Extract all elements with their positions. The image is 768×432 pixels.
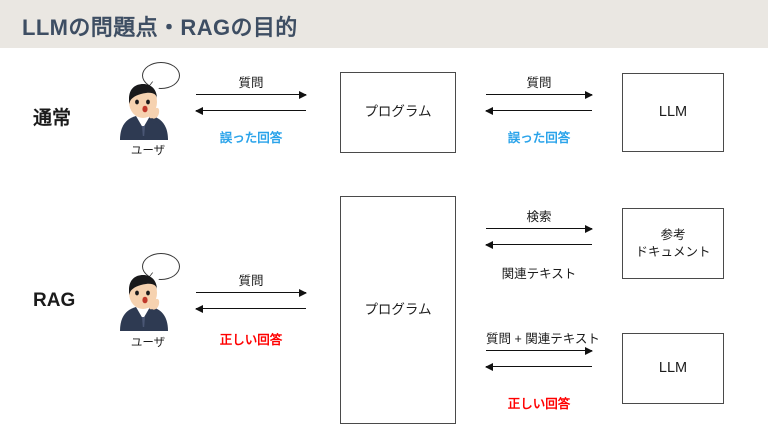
flow-backward-label: 誤った回答 — [507, 131, 571, 145]
arrow-left-icon — [195, 304, 306, 313]
flow-backward-label: 関連テキスト — [501, 267, 577, 281]
arrow-right-icon — [196, 90, 307, 99]
slide-header-bar — [0, 0, 768, 48]
arrow-right-icon — [486, 224, 593, 233]
box-program-rag: プログラム — [340, 196, 456, 424]
box-label: LLM — [658, 359, 688, 376]
flow-forward-label: 質問 — [526, 76, 552, 90]
flow-backward-label: 正しい回答 — [219, 333, 283, 347]
row-label-rag: RAG — [33, 290, 76, 311]
flow-forward-label: 質問 + 関連テキスト — [486, 332, 600, 346]
flow-forward-label: 質問 — [238, 274, 264, 288]
flow-backward-label: 誤った回答 — [219, 131, 283, 145]
person-thinking-icon — [112, 62, 186, 158]
person-caption-rag: ユーザ — [130, 337, 166, 349]
person-thinking-icon — [112, 253, 186, 349]
flow-program-to-llm-rag: 質問 + 関連テキスト 正しい回答 — [485, 328, 600, 412]
row-label-normal: 通常 — [33, 108, 72, 129]
person-caption-normal: ユーザ — [130, 145, 166, 157]
flow-forward-label: 質問 — [238, 76, 264, 90]
arrow-left-icon — [485, 240, 592, 249]
arrow-right-icon — [196, 288, 307, 297]
speech-bubble-icon — [142, 253, 180, 280]
flow-forward-label: 検索 — [526, 210, 552, 224]
box-label: プログラム — [364, 104, 432, 120]
box-label-line2: ドキュメント — [635, 244, 711, 259]
box-label: プログラム — [364, 301, 432, 317]
box-label: LLM — [658, 103, 688, 120]
box-program-normal: プログラム — [340, 72, 456, 153]
arrow-left-icon — [485, 362, 592, 371]
flow-user-to-program-rag: 質問 正しい回答 — [195, 270, 307, 348]
flow-user-to-program-normal: 質問 誤った回答 — [195, 72, 307, 146]
flow-backward-label: 正しい回答 — [507, 397, 571, 411]
box-llm-normal: LLM — [622, 73, 724, 152]
arrow-left-icon — [485, 106, 592, 115]
box-reference-document: 参考 ドキュメント — [622, 208, 724, 279]
box-llm-rag: LLM — [622, 333, 724, 404]
flow-program-to-reference-document: 検索 関連テキスト — [485, 206, 593, 282]
arrow-right-icon — [486, 346, 593, 355]
arrow-right-icon — [486, 90, 593, 99]
arrow-left-icon — [195, 106, 306, 115]
flow-program-to-llm-normal: 質問 誤った回答 — [485, 72, 593, 146]
box-label-line1: 参考 — [660, 227, 686, 242]
page-title: LLMの問題点・RAGの目的 — [22, 15, 298, 40]
speech-bubble-icon — [142, 62, 180, 89]
